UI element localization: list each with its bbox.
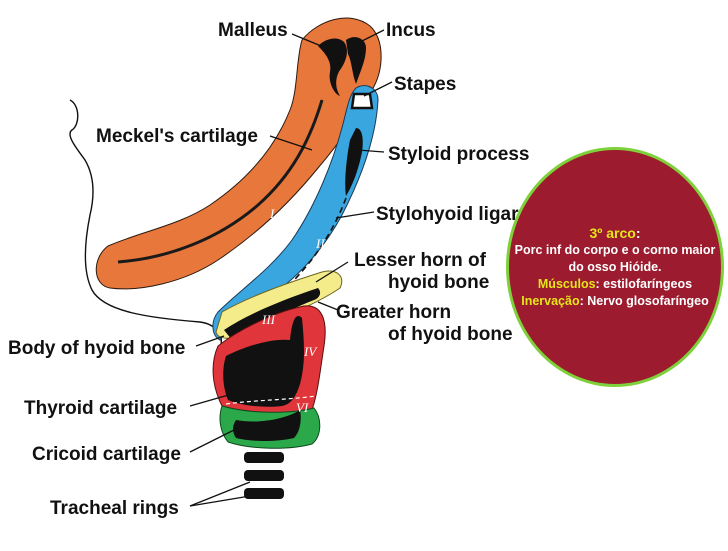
label-malleus: Malleus xyxy=(218,20,288,41)
stapes-shape xyxy=(350,92,374,110)
label-lesser-horn-line2: hyoid bone xyxy=(388,272,489,293)
stylohyoid-ligament-line xyxy=(283,197,347,291)
tracheal-ring xyxy=(244,452,284,463)
thyroid-cartilage-shape xyxy=(223,316,304,407)
label-lesser-horn-line1: Lesser horn of xyxy=(354,250,487,271)
label-greater-horn-line2: of hyoid bone xyxy=(388,324,513,345)
label-greater-horn-line1: Greater horn xyxy=(336,302,451,323)
info-line1: Porc inf do corpo e o corno maior do oss… xyxy=(514,242,716,274)
numeral-arch-4: IV xyxy=(303,344,318,359)
label-incus: Incus xyxy=(386,20,436,41)
label-tracheal-rings: Tracheal rings xyxy=(50,498,179,519)
styloid-process-shape xyxy=(345,128,363,196)
label-body-of-hyoid-bone: Body of hyoid bone xyxy=(8,338,185,359)
incus-shape xyxy=(346,37,366,84)
label-stylohyoid-ligament: Stylohyoid ligar xyxy=(376,204,519,225)
meckel-cartilage-rod xyxy=(117,99,324,264)
third-arch-info-bubble: 3º arco: Porc inf do corpo e o corno mai… xyxy=(506,147,724,387)
arch-2-hyoid-arch xyxy=(212,85,379,341)
label-cricoid-cartilage: Cricoid cartilage xyxy=(32,444,181,465)
info-innervation: Inervação: Nervo glosofaríngeo xyxy=(521,293,709,310)
info-innervation-label: Inervação xyxy=(521,293,580,308)
label-meckels-cartilage: Meckel's cartilage xyxy=(96,126,258,147)
dashed-boundary xyxy=(225,395,317,405)
numeral-arch-6: VI xyxy=(296,400,309,415)
numeral-arch-3: III xyxy=(261,312,276,327)
label-stapes: Stapes xyxy=(394,74,456,95)
malleus-shape xyxy=(318,38,347,96)
tracheal-ring xyxy=(244,470,284,481)
cricoid-cartilage-shape xyxy=(233,410,301,441)
face-outline xyxy=(69,99,222,349)
tracheal-ring xyxy=(244,488,284,499)
info-muscles-text: : estilofaríngeos xyxy=(595,276,693,291)
numeral-arch-1: I xyxy=(269,206,275,221)
info-heading: 3º arco: xyxy=(589,225,640,242)
info-muscles-label: Músculos xyxy=(537,276,596,291)
info-heading-text: 3º arco xyxy=(589,224,636,241)
info-innervation-text: : Nervo glosofaríngeo xyxy=(579,293,709,308)
label-thyroid-cartilage: Thyroid cartilage xyxy=(24,398,177,419)
leader-lines xyxy=(189,29,393,507)
label-styloid-process: Styloid process xyxy=(388,144,530,165)
arch-1-meckel-cartilage xyxy=(95,17,382,290)
info-heading-colon: : xyxy=(635,224,641,241)
info-muscles: Músculos: estilofaríngeos xyxy=(538,276,692,293)
numeral-arch-2: II xyxy=(315,236,325,251)
